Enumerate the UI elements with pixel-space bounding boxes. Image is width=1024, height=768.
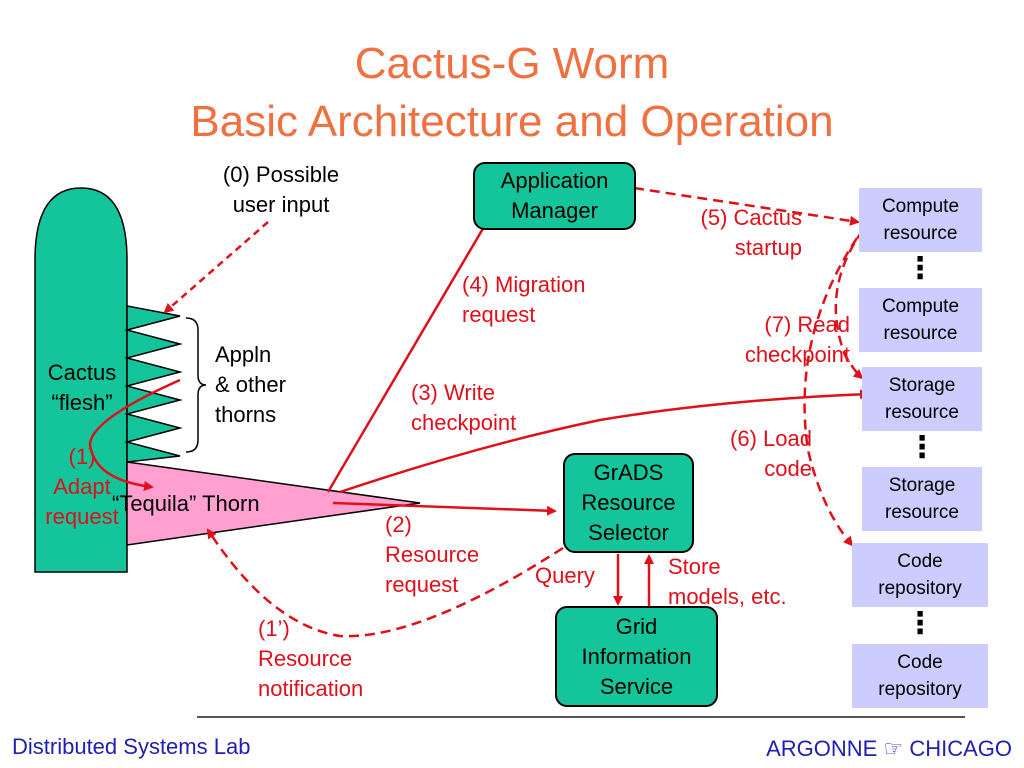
write-checkpoint-arrow [339, 389, 870, 494]
application-manager-box: Application Manager [473, 162, 636, 230]
adapt-request-label: (1) Adapt request [45, 444, 119, 529]
adapt-request-arrow [88, 378, 181, 491]
load-code-label: (6) Load code [730, 426, 812, 481]
resource-request-arrow [332, 501, 557, 516]
store-models-label: Store models, etc. [668, 554, 787, 609]
cactus-flesh-shape [34, 187, 128, 573]
cactus-startup-label: (5) Cactus startup [700, 205, 802, 260]
tequila-thorn-shape [126, 461, 421, 546]
user-input-label: (0) Possible user input [222, 162, 340, 217]
user-input-arrow [163, 221, 269, 314]
cactus-startup-arrow [633, 186, 860, 226]
pointing-hand-icon: ☞ [883, 736, 904, 761]
grid-information-service-box: Grid Information Service [555, 606, 718, 707]
appln-thorns-label: Appln & other thorns [215, 342, 286, 427]
grads-resource-selector-box: GrADS Resource Selector [563, 453, 694, 553]
ellipsis-compute: ⋮ [905, 252, 935, 285]
migration-request-arrow [326, 218, 490, 493]
footer-chicago: CHICAGO [909, 736, 1012, 761]
title-line-1: Cactus-G Worm [354, 39, 670, 88]
migration-request-label: (4) Migration request [462, 272, 586, 327]
write-checkpoint-label: (3) Write checkpoint [411, 380, 517, 435]
read-checkpoint-arrow [834, 229, 865, 380]
thorns-brace [185, 317, 207, 453]
footer-affiliation: ARGONNE ☞ CHICAGO [766, 736, 1012, 762]
footer-lab-name: Distributed Systems Lab [12, 734, 251, 759]
footer-argonne: ARGONNE [766, 736, 878, 761]
resource-notification-arrow [206, 528, 564, 638]
tequila-thorn-label: “Tequila” Thorn [112, 491, 260, 516]
title-line-2: Basic Architecture and Operation [190, 97, 834, 146]
resource-notification-label: (1’) Resource notification [258, 616, 364, 701]
load-code-arrow [803, 224, 868, 547]
ellipsis-storage: ⋮ [907, 431, 937, 464]
cactus-flesh-label: Cactus “flesh” [47, 360, 117, 415]
resource-request-label: (2) Resource request [385, 512, 480, 597]
query-label: Query [535, 563, 595, 588]
ellipsis-code: ⋮ [905, 607, 935, 640]
read-checkpoint-label: (7) Read checkpoint [744, 312, 850, 367]
